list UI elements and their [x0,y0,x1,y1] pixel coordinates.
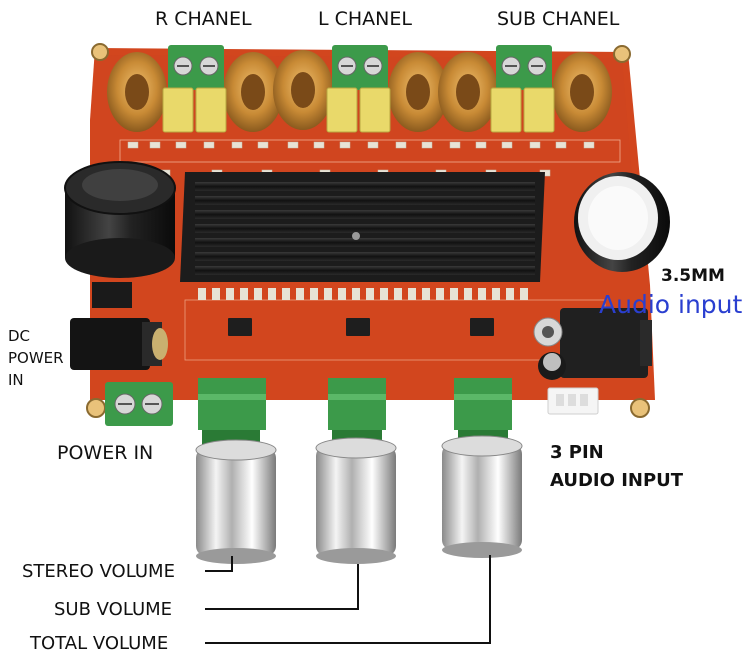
component-row [198,288,528,300]
dc-label-line: DC [8,327,31,345]
audio-jack-3-5mm [533,308,652,380]
film-capacitors [162,87,555,133]
mount-hole-icon [86,398,106,418]
sub-volume-label: SUB VOLUME [54,599,173,620]
r-channel-label: R CHANEL [155,8,252,30]
power-in-label: POWER IN [57,442,154,464]
mount-hole-icon [91,43,109,61]
smd-diode [92,282,132,308]
power-terminal [105,382,173,426]
inductors [107,50,612,132]
three-pin-connector [547,387,599,415]
sub-channel-label: SUB CHANEL [497,8,620,30]
total-volume-knob [441,435,523,558]
speaker-terminals [168,45,552,90]
three-pin-label-line2: AUDIO INPUT [550,470,684,491]
stereo-volume-label: STEREO VOLUME [22,561,175,582]
dc-power-in-label: DC POWER IN [8,325,64,391]
audio-input-label: Audio input [599,290,743,319]
dc-label-line: IN [8,371,24,389]
total-volume-label: TOTAL VOLUME [30,633,169,654]
heatsink [180,172,545,282]
sub-volume-knob [315,437,397,564]
three-pin-label-line1: 3 PIN [550,442,604,463]
volume-knobs [195,435,523,564]
leader-lines [205,555,491,644]
dc-power-jack [70,318,168,370]
electrolytic-capacitor-left [64,161,176,278]
audio-35mm-title: 3.5MM [661,266,725,286]
dc-label-line: POWER [8,349,64,367]
mount-hole-icon [613,45,631,63]
stereo-volume-knob [195,439,277,564]
ic-chips [228,318,494,336]
l-channel-label: L CHANEL [318,8,412,30]
mount-hole-icon [630,398,650,418]
electrolytic-capacitor-right [574,172,670,272]
